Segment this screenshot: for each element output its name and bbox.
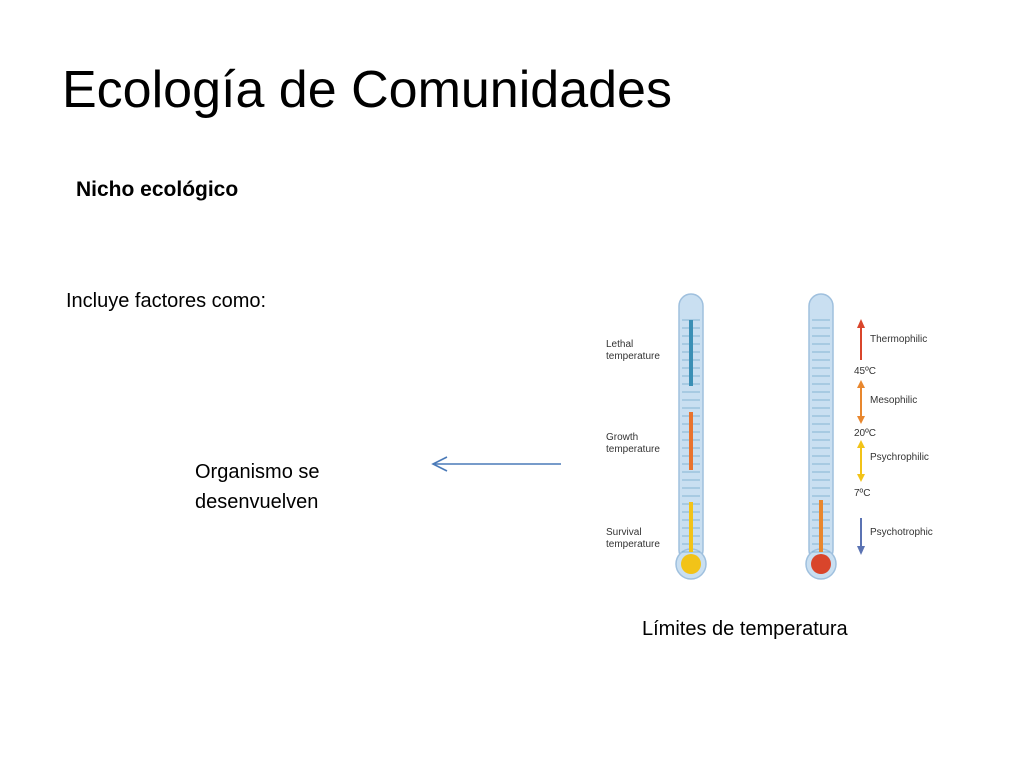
left-label-1-line2: temperature bbox=[606, 351, 660, 362]
left-segment-2 bbox=[689, 412, 693, 470]
right-mercury bbox=[819, 500, 823, 552]
left-label-3-line2: temperature bbox=[606, 539, 660, 550]
thermophilic-arrowhead-icon bbox=[857, 319, 865, 328]
slide-subtitle: Nicho ecológico bbox=[76, 178, 239, 201]
psychrophilic-arrowhead-up-icon bbox=[857, 440, 865, 448]
left-bulb bbox=[681, 554, 701, 574]
left-segment-1 bbox=[689, 320, 693, 386]
left-label-3-line1: Survival bbox=[606, 527, 642, 538]
threshold-label-2: 20ºC bbox=[854, 428, 876, 439]
class-label-psychotrophic: Psychotrophic bbox=[870, 527, 933, 538]
class-label-psychrophilic: Psychrophilic bbox=[870, 452, 929, 463]
left-segment-3 bbox=[689, 502, 693, 552]
psychrophilic-arrowhead-down-icon bbox=[857, 474, 865, 482]
figure-caption: Límites de temperatura bbox=[642, 618, 848, 640]
intro-text: Incluye factores como: bbox=[66, 290, 267, 312]
mesophilic-arrowhead-up-icon bbox=[857, 380, 865, 388]
left-label-2-line2: temperature bbox=[606, 444, 660, 455]
left-label-1-line1: Lethal bbox=[606, 339, 633, 350]
mesophilic-arrowhead-down-icon bbox=[857, 416, 865, 424]
psychotrophic-arrowhead-icon bbox=[857, 546, 865, 555]
right-bulb bbox=[811, 554, 831, 574]
left-arrow-icon bbox=[431, 456, 561, 472]
organism-note: Organismo se desenvuelven bbox=[195, 461, 320, 513]
class-label-thermophilic: Thermophilic bbox=[870, 334, 927, 345]
threshold-label-1: 45ºC bbox=[854, 366, 876, 377]
left-label-2-line1: Growth bbox=[606, 432, 638, 443]
threshold-label-3: 7ºC bbox=[854, 488, 870, 499]
slide-title: Ecología de Comunidades bbox=[62, 61, 672, 119]
class-label-mesophilic: Mesophilic bbox=[870, 395, 917, 406]
temperature-thermometers-diagram: LethaltemperatureGrowthtemperatureSurviv… bbox=[606, 293, 933, 580]
